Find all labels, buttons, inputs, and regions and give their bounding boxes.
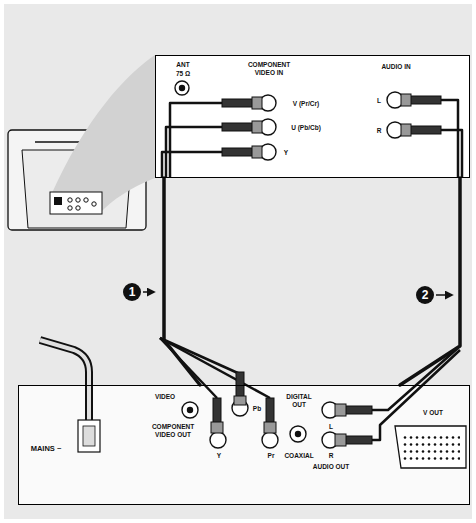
connector-label: DIGITAL OUT — [281, 393, 317, 409]
cable — [164, 178, 200, 385]
connector-label: R — [329, 452, 334, 460]
zoom-wedge — [52, 55, 155, 213]
dvd-rear-panel: VIDEO PbCOMPONENT VIDEO OUT Y Pr DIGITAL OUT… — [18, 385, 470, 505]
connector-label: Pb — [253, 405, 261, 413]
ground — [4, 4, 472, 519]
panel-ground — [155, 55, 470, 178]
connector-label: Pr — [268, 452, 275, 460]
cable-wire — [160, 338, 460, 440]
connector-label: AUDIO OUT — [313, 463, 349, 471]
connector-label: ANT — [176, 61, 189, 69]
callout-arrow — [143, 291, 154, 293]
tv-connector-panel: ANT75 Ω COMPONENT VIDEO IN V (Pr/Cr) U (Pb/… — [155, 55, 470, 178]
connector-label: AUDIO IN — [376, 63, 416, 71]
power-cord — [40, 340, 100, 452]
connector-label: Y — [284, 149, 288, 157]
connector-label: R — [377, 127, 382, 135]
connector-label: COMPONENT VIDEO OUT — [144, 423, 202, 439]
connector-label: VIDEO — [155, 393, 175, 401]
connector-label: COMPONENT VIDEO IN — [238, 61, 300, 77]
connector-label: MAINS ~ — [31, 444, 62, 453]
connector-label: V OUT — [423, 409, 443, 417]
rca-plug — [222, 94, 441, 158]
connector-label: Y — [217, 452, 221, 460]
connector-label: COAXIAL — [284, 452, 313, 460]
connector-label: L — [377, 97, 381, 105]
connector-label: V (Pr/Cr) — [293, 100, 319, 108]
connector-label: 75 Ω — [176, 70, 190, 78]
rca-plug — [211, 372, 372, 446]
scart-socket — [395, 426, 466, 468]
connector-label: U (Pb/Cb) — [291, 124, 321, 132]
connector-label: L — [329, 423, 333, 431]
tv-connector-plate — [50, 192, 102, 214]
jack — [175, 81, 403, 160]
cable-wire — [162, 100, 462, 178]
callout-arrow — [436, 294, 452, 296]
callout-number: 2 — [416, 286, 434, 304]
callout-number: 1 — [123, 283, 141, 301]
jack — [182, 400, 338, 448]
cable — [400, 178, 460, 385]
